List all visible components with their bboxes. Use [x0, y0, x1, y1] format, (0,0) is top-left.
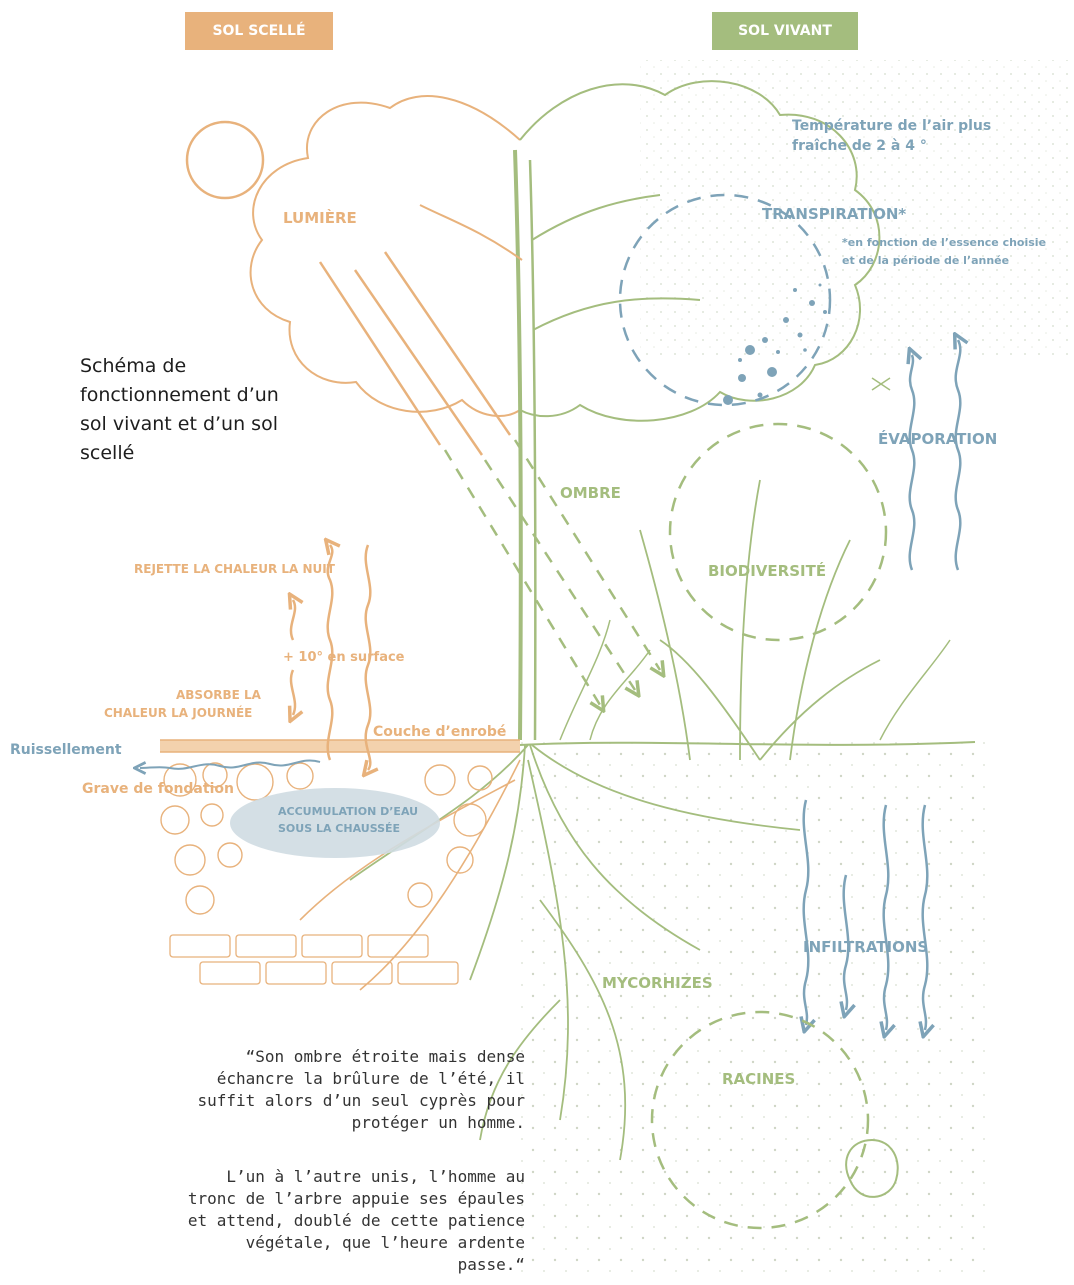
label-evaporation: ÉVAPORATION	[878, 430, 997, 448]
label-note-2: et de la période de l’année	[842, 254, 1009, 267]
filtered-light-rays	[445, 440, 660, 705]
brick-layer	[170, 935, 458, 984]
quote-paragraph-2: L’un à l’autre unis, l’homme au tronc de…	[40, 1166, 525, 1276]
label-couche-enrobe: Couche d’enrobé	[373, 724, 506, 740]
biodiversity-circle	[670, 424, 886, 640]
insect-icon	[872, 378, 890, 390]
label-grave-fondation: Grave de fondation	[82, 781, 234, 797]
light-rays	[320, 252, 510, 455]
badge-sol-scelle: SOL SCELLÉ	[185, 12, 333, 50]
label-plus-10: + 10° en surface	[283, 650, 405, 665]
label-mycorhizes: MYCORHIZES	[602, 974, 713, 992]
label-accumulation-1: ACCUMULATION D’EAU	[278, 805, 418, 818]
label-absorbe-1: ABSORBE LA	[176, 688, 261, 702]
label-note-1: *en fonction de l’essence choisie	[842, 236, 1046, 249]
label-rejette-chaleur: REJETTE LA CHALEUR LA NUIT	[134, 562, 335, 576]
label-temperature-1: Température de l’air plus	[792, 118, 991, 134]
label-ombre: OMBRE	[560, 484, 621, 502]
quote-paragraph-1: “Son ombre étroite mais dense échancre l…	[40, 1046, 525, 1134]
label-racines: RACINES	[722, 1070, 795, 1088]
sun-icon	[187, 122, 263, 198]
label-temperature-2: fraîche de 2 à 4 °	[792, 138, 927, 154]
label-lumiere: LUMIÈRE	[283, 209, 357, 227]
evaporation-arrows	[910, 340, 961, 570]
shrub	[640, 480, 880, 760]
label-infiltrations: INFILTRATIONS	[803, 938, 928, 956]
label-ruissellement: Ruissellement	[10, 742, 122, 758]
label-accumulation-2: SOUS LA CHAUSSÉE	[278, 822, 400, 835]
diagram-title: Schéma de fonctionnement d’un sol vivant…	[80, 352, 310, 468]
label-absorbe-2: CHALEUR LA JOURNÉE	[104, 706, 252, 720]
living-soil-texture	[520, 740, 990, 1280]
label-biodiversite: BIODIVERSITÉ	[708, 562, 826, 580]
label-transpiration: TRANSPIRATION*	[762, 205, 906, 223]
badge-sol-vivant: SOL VIVANT	[712, 12, 858, 50]
asphalt-layer	[160, 740, 520, 752]
